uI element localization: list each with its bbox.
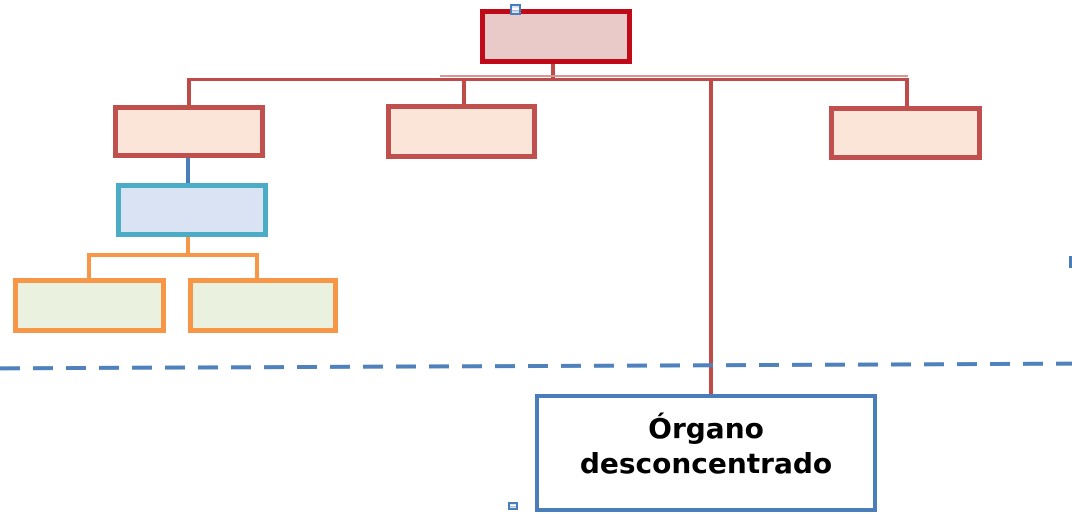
connector-orange-drop-left — [87, 253, 91, 280]
node-sub-blue[interactable] — [116, 183, 268, 237]
connector-drop-right — [905, 80, 909, 108]
connector-drop-organo — [709, 80, 713, 395]
node-organo-desconcentrado[interactable]: Órgano desconcentrado — [535, 394, 877, 512]
selection-handle-top-icon — [510, 4, 521, 15]
connector-root-stub — [551, 62, 555, 79]
connector-orange-drop-right — [255, 253, 259, 278]
node-organo-label: Órgano desconcentrado — [579, 412, 833, 480]
node-branch-right[interactable] — [829, 106, 982, 160]
connector-orange-stub — [186, 234, 190, 256]
node-leaf-green-left[interactable] — [13, 278, 166, 333]
node-branch-left[interactable] — [113, 105, 265, 158]
node-root[interactable] — [480, 9, 632, 64]
connector-rail-light — [440, 75, 908, 77]
connector-drop-middle — [462, 80, 466, 105]
node-branch-middle[interactable] — [386, 104, 537, 159]
node-leaf-green-right[interactable] — [188, 278, 338, 333]
connector-drop-left — [187, 78, 191, 106]
connector-rail-main — [187, 78, 909, 81]
connector-orange-rail — [87, 253, 259, 257]
edge-marker-right-icon — [1069, 256, 1072, 268]
connector-blue-vertical — [186, 156, 190, 186]
selection-handle-bottom-icon — [508, 502, 518, 510]
dashed-divider-line — [0, 361, 1072, 371]
